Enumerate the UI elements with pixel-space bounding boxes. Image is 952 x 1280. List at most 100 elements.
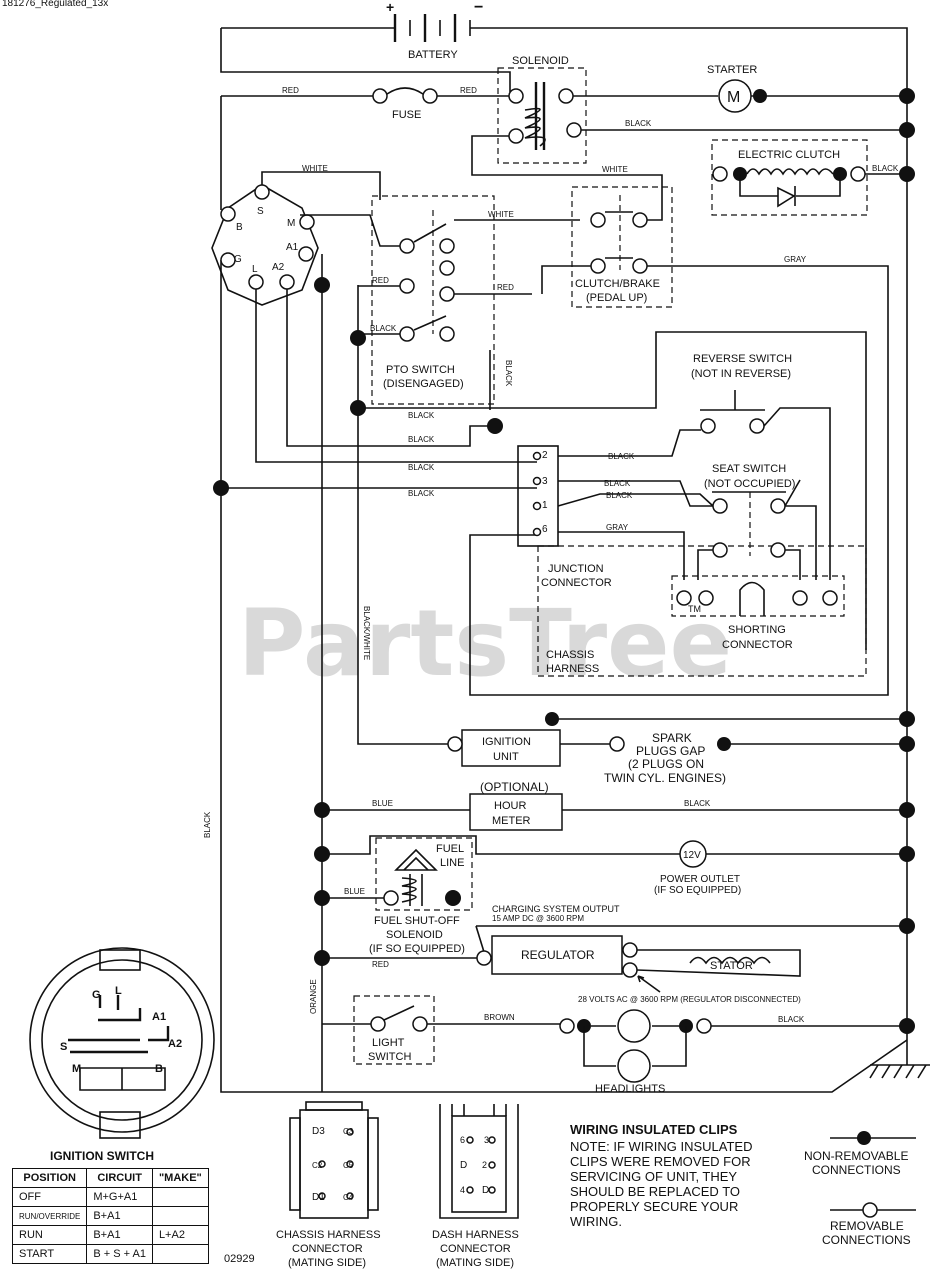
chassis-label-1: CHASSIS [546,649,594,661]
ac-note: 28 VOLTS AC @ 3600 RPM (REGULATOR DISCON… [578,995,801,1004]
light-sw-1: LIGHT [372,1037,405,1049]
battery-plus: + [386,0,394,15]
chassis-connector [289,1101,379,1219]
outlet-label-2: (IF SO EQUIPPED) [654,885,741,896]
make-cell [151,1244,209,1264]
face-a1: A1 [152,1011,166,1023]
note-line-4: SHOULD BE REPLACED TO [570,1184,740,1199]
wire-black-j2: BLACK [608,452,635,461]
wire-black-4: BLACK [408,463,435,472]
dash-pin-3: 3 [484,1135,489,1145]
wire-gray-j6: GRAY [606,523,629,532]
dash-connector [439,1104,519,1219]
wire-blue-1: BLUE [372,799,393,808]
regulator-label: REGULATOR [521,948,595,962]
wire-black-2: BLACK [408,411,435,420]
circuit-cell: B+A1 [86,1225,153,1245]
wire-black-hm: BLACK [684,799,711,808]
fuel-line-1: FUEL [436,843,464,855]
wire-black-pto: BLACK [370,324,397,333]
charging-2: 15 AMP DC @ 3600 RPM [492,914,584,923]
wire-red-2: RED [460,86,477,95]
ign-term-a2: A2 [272,262,285,273]
reverse-label-1: REVERSE SWITCH [693,353,792,365]
wire-black-left: BLACK [203,811,212,838]
optional-label: (OPTIONAL) [480,780,549,794]
ign-term-l: L [252,264,258,275]
face-s: S [60,1041,67,1053]
watermark: PartsTree [238,590,732,697]
dash-cap-1: DASH HARNESS [432,1229,519,1241]
position-table: POSITION CIRCUIT "MAKE" OFF M+G+A1 RUN/O… [11,1168,209,1264]
ignition-switch-face [29,947,215,1139]
ign-term-a1: A1 [286,242,299,253]
make-cell: L+A2 [151,1225,209,1245]
fuel-sol-3: (IF SO EQUIPPED) [369,943,465,955]
dash-pin-d1: D [460,1160,467,1171]
fuel-line-2: LINE [440,857,464,869]
dash-pin-2: 2 [482,1160,487,1170]
wire-white-3: WHITE [602,165,628,174]
ign-term-g: G [234,254,242,265]
position-cell: OFF [11,1187,88,1207]
jc-pin-1: 1 [542,500,548,511]
position-cell: RUN [11,1225,88,1245]
chassis-pin-d3: D3 [312,1126,325,1137]
note-title: WIRING INSULATED CLIPS [570,1122,738,1137]
col-position: POSITION [11,1168,88,1188]
wire-orange: ORANGE [309,979,318,1014]
table-row: RUN B+A1 L+A2 [11,1225,209,1245]
wire-white-2: WHITE [488,210,514,219]
note-line-6: WIRING. [570,1214,622,1229]
legend-nonremovable-1: NON-REMOVABLE [804,1149,908,1163]
table-row: RUN/OVERRIDE B+A1 [11,1206,209,1226]
chassis-cap-2: CONNECTOR [292,1243,363,1255]
fuel-sol-1: FUEL SHUT-OFF [374,915,460,927]
stator-label: STATOR [710,960,753,972]
outlet-label-1: POWER OUTLET [660,874,740,885]
chassis-pin-c5: C5 [343,1161,354,1170]
col-circuit: CIRCUIT [86,1168,153,1188]
ign-term-s: S [257,206,264,217]
wire-black-5: BLACK [408,489,435,498]
chassis-pin-d1: D1 [312,1192,325,1203]
spark-4: TWIN CYL. ENGINES) [604,771,726,785]
circuit-cell: M+G+A1 [86,1187,153,1207]
shorting-label-2: CONNECTOR [722,639,793,651]
charging-1: CHARGING SYSTEM OUTPUT [492,904,620,914]
face-l: L [115,985,122,997]
ign-term-m: M [287,218,295,229]
spark-3: (2 PLUGS ON [628,757,704,771]
note-line-5: PROPERLY SECURE YOUR [570,1199,738,1214]
shorting-label-1: SHORTING [728,624,786,636]
hour-1: HOUR [494,800,526,812]
position-table-header: POSITION CIRCUIT "MAKE" [11,1168,209,1188]
chassis-cap-3: (MATING SIDE) [288,1257,366,1269]
spark-2: PLUGS GAP [636,744,705,758]
battery-label: BATTERY [408,49,458,61]
outlet-glyph: 12V [683,850,701,861]
table-row: OFF M+G+A1 [11,1187,209,1207]
legend-removable-2: CONNECTIONS [822,1233,911,1247]
pto-label-1: PTO SWITCH [386,364,455,376]
ign-unit-2: UNIT [493,751,519,763]
headlights-label: HEADLIGHTS [595,1083,665,1095]
wire-black-3: BLACK [408,435,435,444]
ign-unit-1: IGNITION [482,736,531,748]
ign-term-b: B [236,222,243,233]
clutch-label: ELECTRIC CLUTCH [738,149,840,161]
chassis-pin-c2: C2 [312,1161,323,1170]
spark-1: SPARK [652,731,692,745]
seat-label-1: SEAT SWITCH [712,463,786,475]
chassis-pin-c3: C3 [343,1127,354,1136]
dash-pin-d2: D [482,1185,489,1196]
trademark-mark: TM [688,604,701,614]
make-cell [151,1206,209,1226]
hour-2: METER [492,815,531,827]
junction-label-2: CONNECTOR [541,577,612,589]
wire-black-j1: BLACK [606,491,633,500]
battery [378,14,488,42]
wire-black-hl: BLACK [778,1015,805,1024]
legend-nonremovable-2: CONNECTIONS [812,1163,901,1177]
note-line-3: SERVICING OF UNIT, THEY [570,1169,737,1184]
